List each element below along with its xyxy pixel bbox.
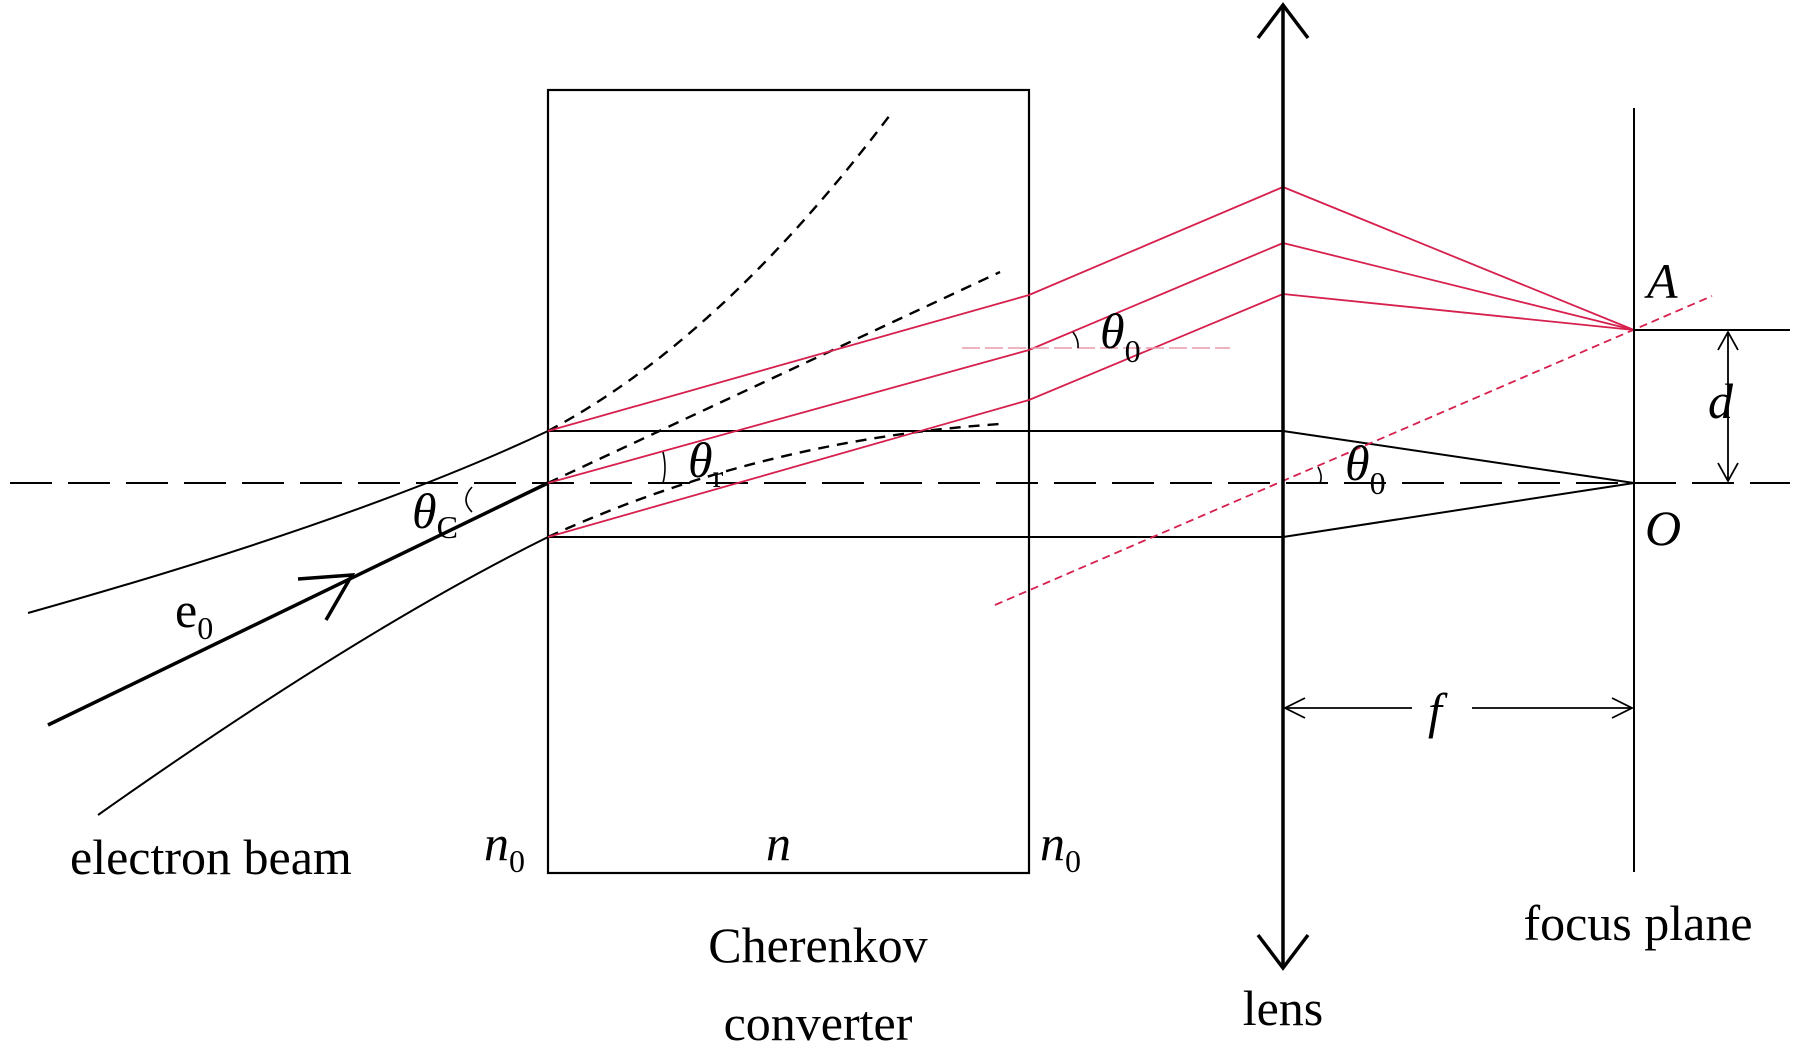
lens	[1256, 2, 1310, 971]
n-center-label: n	[766, 815, 791, 871]
lens-label: lens	[1243, 980, 1324, 1036]
paraxial-rays	[548, 430, 1635, 538]
converter-box	[546, 88, 1031, 875]
cherenkov-label-line1: Cherenkov	[708, 917, 927, 973]
point-o-label: O	[1645, 500, 1681, 556]
focal-f-label: f	[1428, 683, 1448, 739]
central-electron-path	[47, 481, 549, 727]
focus-plane-label: focus plane	[1523, 895, 1752, 951]
theta-c-label: θC	[412, 483, 458, 545]
electron-beam-paths	[27, 430, 549, 816]
angle-arcs	[465, 331, 1322, 513]
distance-d-label: d	[1708, 373, 1734, 429]
n0-right-label: n0	[1040, 815, 1081, 879]
focal-f-arrow	[1282, 697, 1635, 719]
theta0-axis-label: θ0	[1345, 435, 1386, 501]
point-a-label: A	[1644, 253, 1678, 309]
e0-label: e0	[175, 582, 213, 646]
electron-arrow-head	[297, 573, 356, 621]
chief-ray-dashed	[994, 295, 1713, 606]
electron-beam-label: electron beam	[70, 829, 352, 885]
n0-left-label: n0	[484, 815, 525, 879]
theta-r-label: θr	[688, 432, 724, 494]
cherenkov-label-line2: converter	[724, 995, 913, 1051]
theta0-upper-label: θ0	[1100, 303, 1141, 369]
cherenkov-rays	[547, 186, 1635, 538]
distance-d-arrow	[1717, 330, 1739, 483]
dashed-beam-continuation	[547, 114, 1001, 539]
